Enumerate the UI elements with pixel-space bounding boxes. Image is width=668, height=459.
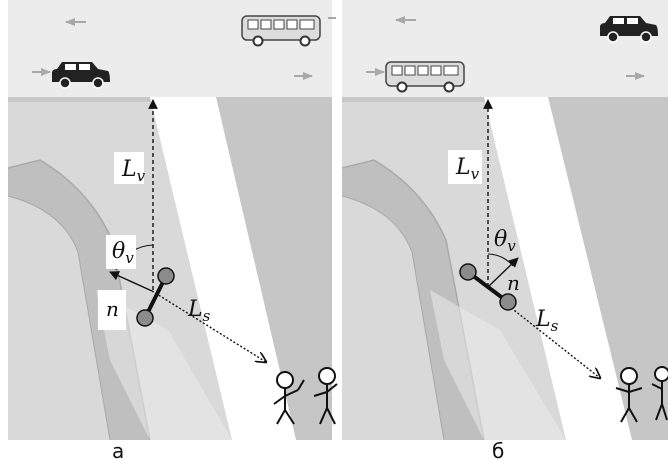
pedestrian-icon [273,371,305,425]
pedestrian-icon [615,367,643,423]
normal-vector [487,257,519,288]
walkway [484,97,632,440]
ls-line [504,302,600,378]
grass-strip [548,97,668,440]
caption-a: а [112,439,124,459]
ear-joint-icon [157,267,175,285]
bus-icon [241,15,321,47]
road [8,0,332,97]
ear-joint-icon [459,263,477,281]
panel-b: Lv θv n Ls б [341,0,668,459]
pedestrian-icon [313,367,338,425]
ear-joint-icon [136,309,154,327]
grass-strip [216,97,332,440]
curb [8,160,150,440]
bus-icon [385,61,465,93]
pedestrian-icon [651,366,668,421]
suv-icon [52,62,110,89]
caption-b: б [492,439,504,459]
label-n: n [106,297,119,321]
ear-joint-icon [499,293,517,311]
panel-a: Lv θv n Ls [7,0,338,459]
label-n: n [507,271,520,295]
suv-icon [600,16,658,43]
normal-vector [109,271,153,292]
curb [342,160,484,440]
